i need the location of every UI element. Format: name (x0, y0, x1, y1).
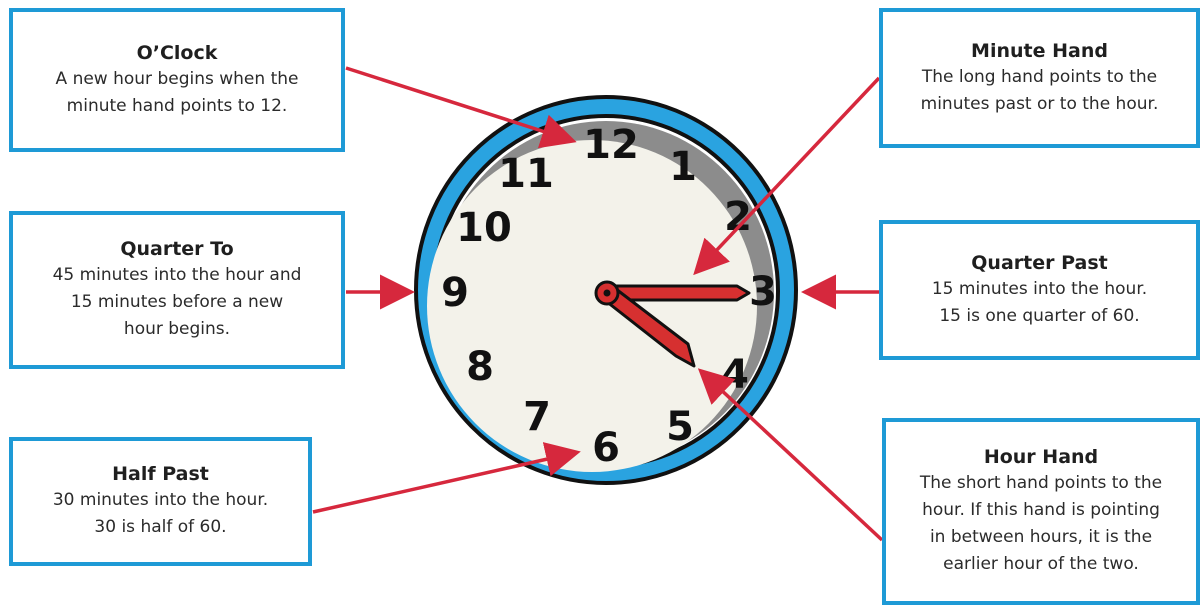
numeral-1: 1 (669, 144, 697, 190)
oclock-callout: O’Clock A new hour begins when the minut… (9, 8, 345, 152)
oclock-line-2: minute hand points to 12. (66, 95, 288, 116)
numeral-7: 7 (523, 394, 551, 440)
numeral-3: 3 (749, 269, 777, 315)
arrow-half-past (312, 442, 581, 514)
oclock-title: O’Clock (136, 41, 218, 64)
numeral-6: 6 (592, 425, 620, 471)
quarter-past-line-1: 15 minutes into the hour. (931, 278, 1148, 299)
hour-hand-title: Hour Hand (983, 446, 1099, 468)
quarter-past-line-2: 15 is one quarter of 60. (939, 305, 1140, 326)
minute-hand-title: Minute Hand (971, 39, 1108, 62)
hour-hand-line-1: The short hand points to the (919, 473, 1163, 493)
quarter-to-callout: Quarter To 45 minutes into the hour and … (9, 211, 345, 369)
numeral-11: 11 (498, 151, 554, 197)
hour-hand-callout: Hour Hand The short hand points to the h… (882, 418, 1200, 605)
quarter-to-title: Quarter To (120, 238, 234, 260)
half-past-line-1: 30 minutes into the hour. (52, 490, 269, 510)
numeral-12: 12 (583, 122, 639, 168)
oclock-line-1: A new hour begins when the (55, 68, 299, 89)
numeral-4: 4 (721, 352, 749, 398)
quarter-past-title: Quarter Past (971, 251, 1108, 274)
quarter-past-callout: Quarter Past 15 minutes into the hour. 1… (879, 220, 1200, 360)
half-past-line-2: 30 is half of 60. (94, 517, 227, 537)
half-past-callout: Half Past 30 minutes into the hour. 30 i… (9, 437, 312, 566)
minute-hand-callout: Minute Hand The long hand points to the … (879, 8, 1200, 148)
half-past-title: Half Past (112, 463, 209, 485)
numeral-5: 5 (666, 404, 694, 450)
quarter-to-line-1: 45 minutes into the hour and (52, 265, 302, 285)
hour-hand-line-3: in between hours, it is the (929, 527, 1153, 547)
arrow-oclock (345, 66, 577, 149)
quarter-to-line-2: 15 minutes before a new (70, 292, 284, 312)
hour-hand-line-4: earlier hour of the two. (943, 554, 1139, 574)
numeral-9: 9 (441, 270, 469, 316)
numeral-10: 10 (456, 205, 512, 251)
quarter-to-line-3: hour begins. (123, 319, 231, 339)
arrow-hour-hand (697, 368, 884, 542)
minute-hand-line-1: The long hand points to the (921, 66, 1158, 87)
hour-hand-line-2: hour. If this hand is pointing (922, 500, 1160, 520)
arrow-minute-hand (693, 76, 881, 276)
minute-hand-line-2: minutes past or to the hour. (920, 93, 1159, 114)
arrows (312, 66, 884, 542)
clock: 12 1 2 3 4 5 6 7 8 9 10 11 (414, 95, 798, 485)
clock-face (427, 140, 757, 472)
numeral-8: 8 (466, 344, 494, 390)
center-pin-dot (603, 289, 611, 297)
